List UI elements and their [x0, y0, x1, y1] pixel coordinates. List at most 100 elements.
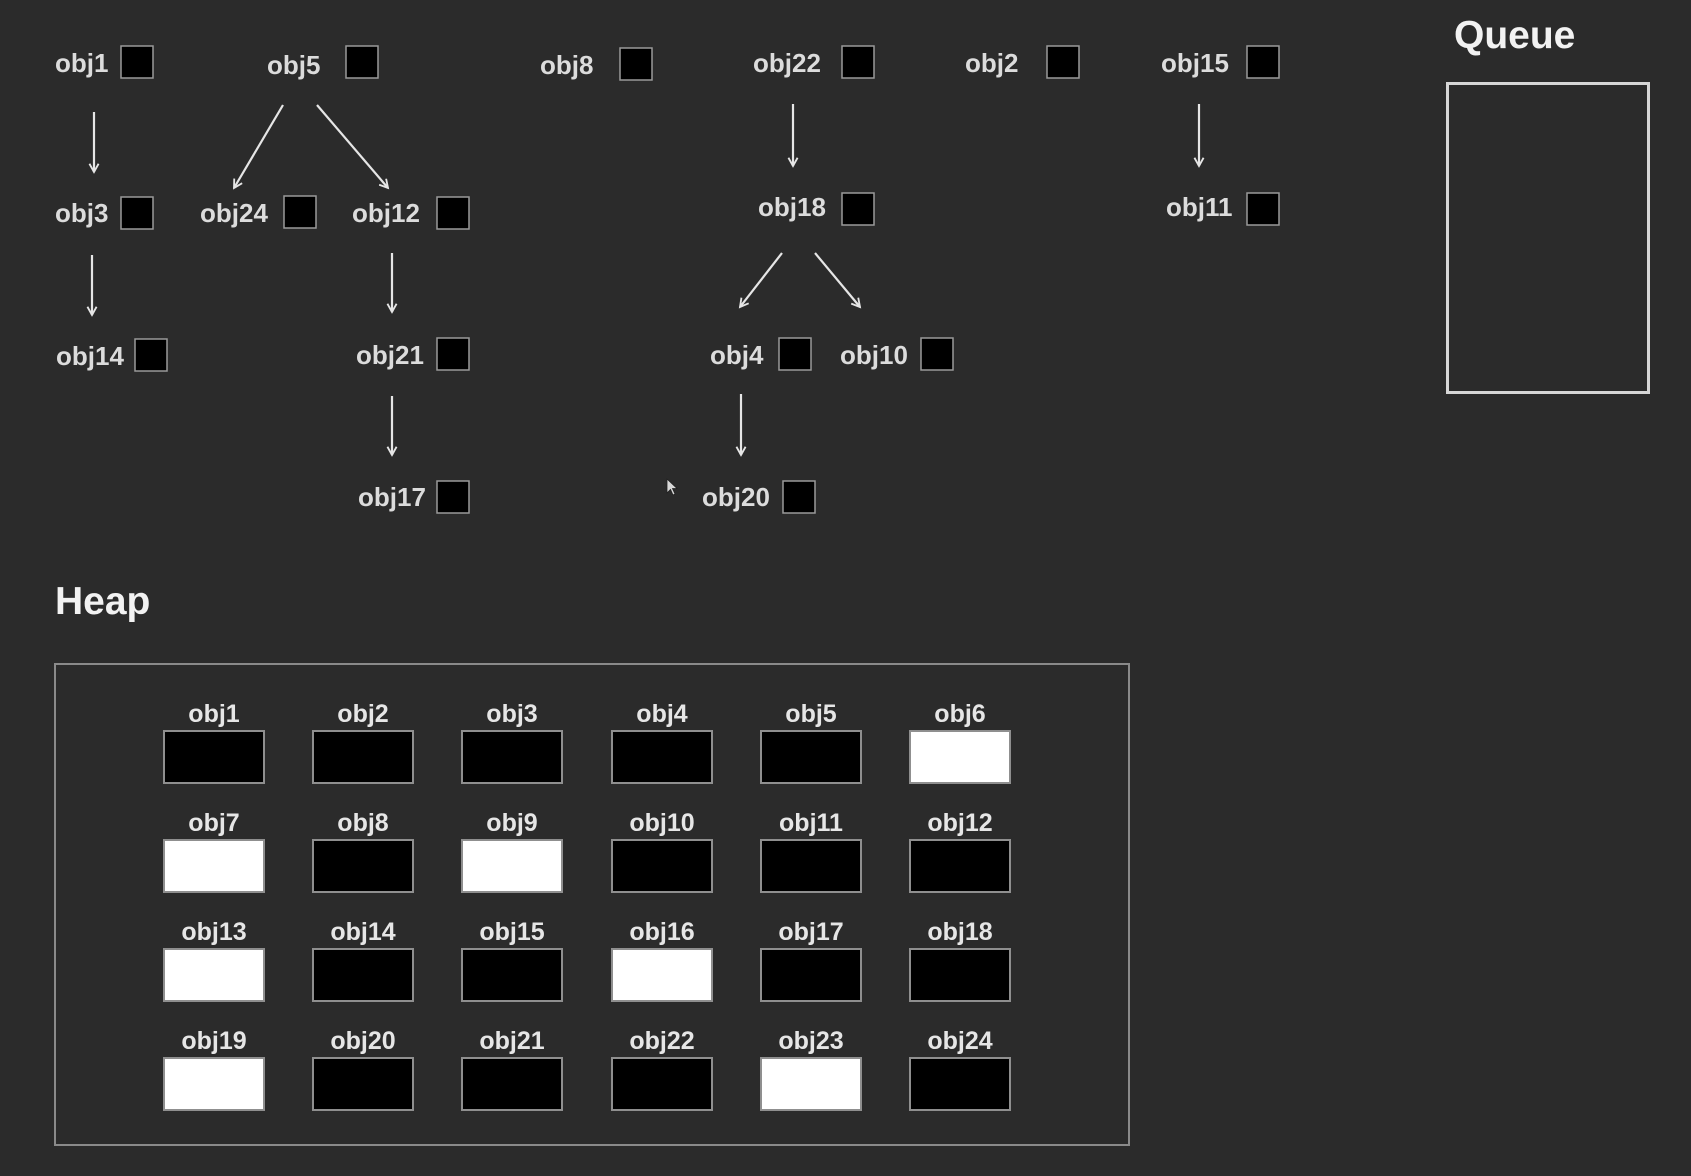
heap-cell-obj22: obj22	[611, 1027, 713, 1111]
graph-node-mark-box	[920, 337, 954, 371]
heap-cell-mark-box	[909, 730, 1011, 784]
graph-node-mark-box	[120, 45, 154, 79]
heap-title: Heap	[55, 580, 151, 623]
heap-cell-mark-box	[760, 948, 862, 1002]
heap-cell-obj8: obj8	[312, 809, 414, 893]
graph-node-mark-box	[436, 480, 470, 514]
heap-cell-label: obj13	[181, 918, 247, 946]
graph-node-obj8: obj8	[540, 47, 653, 81]
graph-node-obj10: obj10	[840, 337, 954, 371]
heap-cell-label: obj21	[479, 1027, 545, 1055]
heap-cell-obj12: obj12	[909, 809, 1011, 893]
heap-cell-obj24: obj24	[909, 1027, 1011, 1111]
heap-cell-obj4: obj4	[611, 700, 713, 784]
heap-cell-label: obj6	[934, 700, 986, 728]
graph-node-obj22: obj22	[753, 45, 875, 79]
heap-cell-obj20: obj20	[312, 1027, 414, 1111]
graph-node-mark-box	[436, 196, 470, 230]
edge-obj5-to-obj12	[316, 104, 388, 188]
heap-cell-mark-box	[611, 839, 713, 893]
heap-cell-obj1: obj1	[163, 700, 265, 784]
heap-cell-mark-box	[611, 1057, 713, 1111]
heap-cell-mark-box	[611, 948, 713, 1002]
heap-cell-mark-box	[163, 839, 265, 893]
heap-cell-obj14: obj14	[312, 918, 414, 1002]
heap-cell-obj23: obj23	[760, 1027, 862, 1111]
heap-cell-label: obj24	[927, 1027, 993, 1055]
graph-node-mark-box	[1246, 192, 1280, 226]
graph-node-mark-box	[1246, 45, 1280, 79]
heap-cell-label: obj17	[778, 918, 844, 946]
queue-box	[1446, 82, 1650, 394]
heap-cell-label: obj3	[486, 700, 538, 728]
heap-container: obj1 obj2 obj3 obj4 obj5 obj6 obj7 obj8 obj9 obj1…	[54, 663, 1130, 1146]
graph-node-label: obj3	[55, 198, 108, 228]
graph-node-label: obj12	[352, 198, 420, 228]
mouse-cursor-icon	[666, 478, 679, 496]
heap-cell-label: obj8	[337, 809, 389, 837]
heap-cell-label: obj18	[927, 918, 993, 946]
heap-cell-mark-box	[163, 730, 265, 784]
heap-cell-obj9: obj9	[461, 809, 563, 893]
heap-cell-mark-box	[611, 730, 713, 784]
graph-node-label: obj20	[702, 482, 770, 512]
heap-cell-label: obj2	[337, 700, 389, 728]
heap-cell-label: obj12	[927, 809, 993, 837]
graph-node-obj21: obj21	[356, 337, 470, 371]
heap-cell-mark-box	[312, 730, 414, 784]
graph-node-obj11: obj11	[1166, 192, 1280, 226]
heap-cell-mark-box	[461, 730, 563, 784]
heap-cell-mark-box	[909, 839, 1011, 893]
heap-cell-obj2: obj2	[312, 700, 414, 784]
heap-cell-label: obj16	[629, 918, 695, 946]
graph-node-obj1: obj1	[55, 45, 154, 79]
heap-cell-obj15: obj15	[461, 918, 563, 1002]
heap-cell-mark-box	[909, 948, 1011, 1002]
heap-cell-mark-box	[312, 948, 414, 1002]
graph-node-obj18: obj18	[758, 192, 875, 226]
heap-cell-mark-box	[312, 1057, 414, 1111]
graph-node-label: obj18	[758, 192, 826, 222]
graph-node-label: obj10	[840, 340, 908, 370]
heap-cell-label: obj9	[486, 809, 538, 837]
graph-node-label: obj5	[267, 50, 320, 80]
graph-node-mark-box	[120, 196, 154, 230]
graph-node-obj20: obj20	[702, 480, 816, 514]
heap-cell-mark-box	[760, 1057, 862, 1111]
heap-cell-label: obj23	[778, 1027, 844, 1055]
heap-cell-obj11: obj11	[760, 809, 862, 893]
heap-cell-label: obj11	[779, 809, 843, 837]
heap-cell-mark-box	[461, 1057, 563, 1111]
heap-cell-obj10: obj10	[611, 809, 713, 893]
heap-cell-obj3: obj3	[461, 700, 563, 784]
heap-cell-label: obj5	[785, 700, 837, 728]
heap-cell-mark-box	[909, 1057, 1011, 1111]
graph-node-mark-box	[778, 337, 812, 371]
heap-cell-label: obj19	[181, 1027, 247, 1055]
edge-obj18-to-obj4	[740, 252, 783, 307]
graph-node-mark-box	[841, 45, 875, 79]
graph-node-label: obj15	[1161, 48, 1229, 78]
graph-node-label: obj24	[200, 198, 268, 228]
graph-node-mark-box	[619, 47, 653, 81]
graph-node-mark-box	[1046, 45, 1080, 79]
heap-cell-label: obj7	[188, 809, 240, 837]
graph-node-mark-box	[782, 480, 816, 514]
graph-node-mark-box	[134, 338, 168, 372]
graph-node-obj2: obj2	[965, 45, 1080, 79]
heap-cell-obj19: obj19	[163, 1027, 265, 1111]
heap-cell-obj5: obj5	[760, 700, 862, 784]
graph-node-mark-box	[345, 45, 379, 79]
graph-node-mark-box	[283, 195, 317, 229]
heap-cell-label: obj10	[629, 809, 695, 837]
heap-cell-mark-box	[461, 839, 563, 893]
graph-node-mark-box	[436, 337, 470, 371]
heap-cell-mark-box	[760, 730, 862, 784]
heap-cell-label: obj15	[479, 918, 545, 946]
graph-node-obj5: obj5	[267, 45, 379, 80]
graph-node-label: obj21	[356, 340, 424, 370]
heap-cell-mark-box	[312, 839, 414, 893]
graph-node-mark-box	[841, 192, 875, 226]
edge-obj18-to-obj10	[814, 252, 860, 307]
